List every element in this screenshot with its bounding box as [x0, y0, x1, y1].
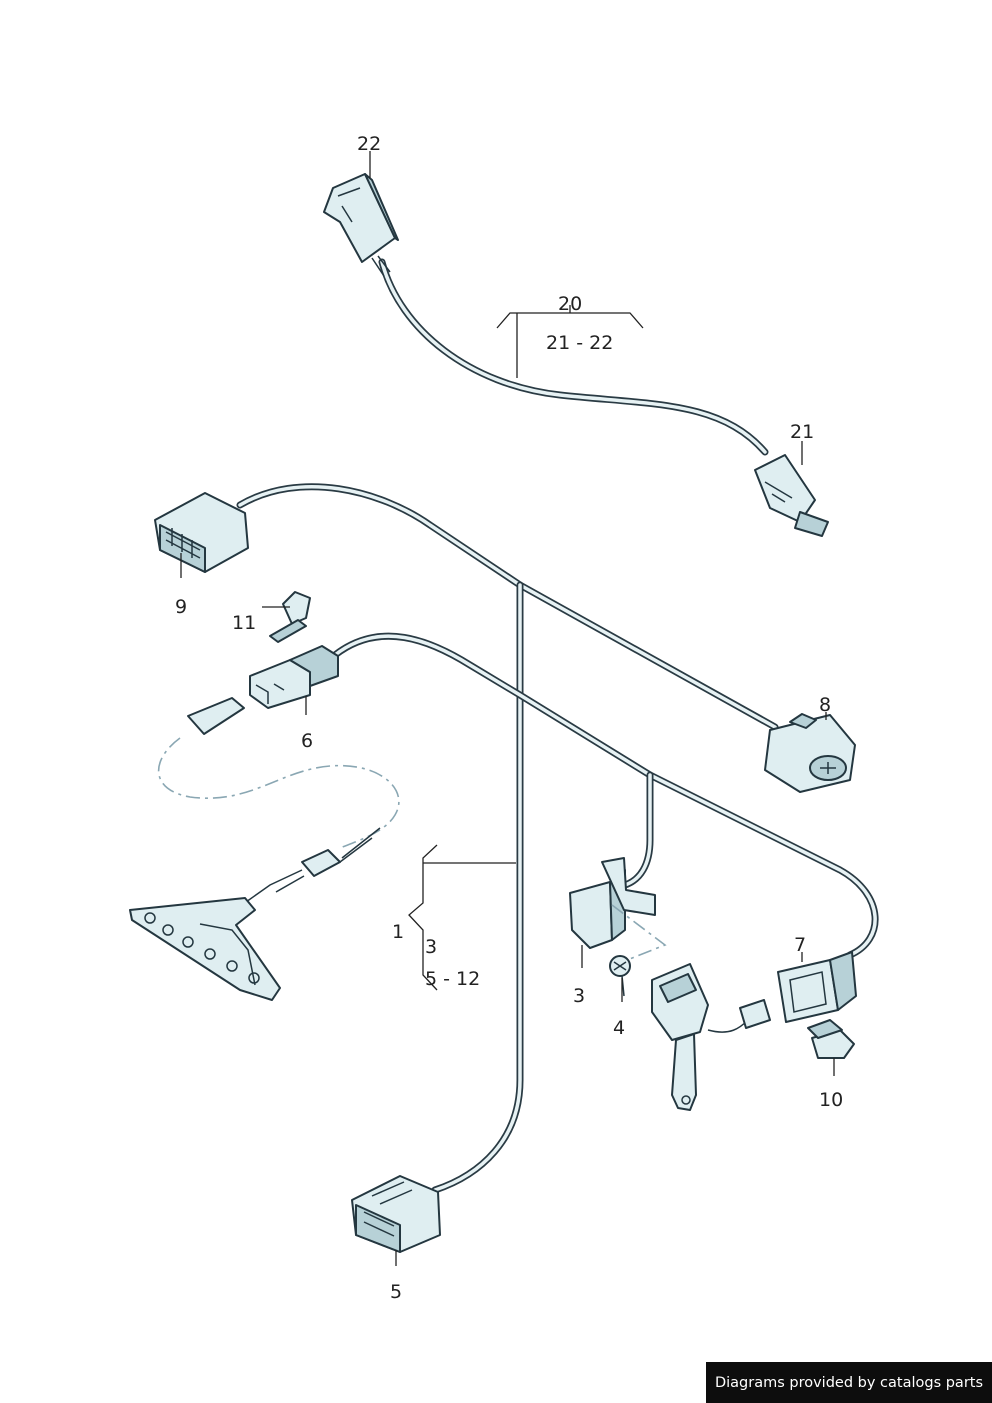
connector-8 — [764, 713, 856, 793]
connector-9 — [154, 492, 249, 573]
callout-8: 8 — [819, 694, 831, 716]
callout-labels: 22 20 21 - 22 21 9 11 6 8 1 3 5 - 12 3 4… — [175, 133, 843, 1303]
callout-7: 7 — [794, 934, 806, 956]
callout-6: 6 — [301, 730, 313, 752]
clip-10 — [807, 1019, 855, 1059]
seat-occupancy-sensor — [129, 697, 400, 1001]
connector-6 — [249, 645, 339, 709]
callout-3: 3 — [573, 985, 585, 1007]
credit-text: Diagrams provided by catalogs parts — [714, 1374, 984, 1391]
callout-9: 9 — [175, 596, 187, 618]
bracket-3 — [569, 857, 667, 963]
callout-5: 5 — [390, 1281, 402, 1303]
callout-11: 11 — [232, 612, 256, 634]
callout-21: 21 — [790, 421, 814, 443]
callout-5-12: 5 - 12 — [425, 968, 480, 990]
callout-22: 22 — [357, 133, 381, 155]
main-harness — [236, 483, 879, 1194]
connector-21 — [754, 454, 829, 537]
leader-lines — [180, 151, 835, 1266]
credit-banner: Diagrams provided by catalogs parts — [706, 1362, 992, 1403]
callout-10: 10 — [819, 1089, 843, 1111]
clip-11 — [269, 591, 311, 643]
screw-4 — [609, 955, 631, 997]
cable-20 — [378, 258, 769, 456]
callout-3-range: 3 — [425, 936, 437, 958]
callout-21-22: 21 - 22 — [546, 332, 613, 354]
connector-7 — [777, 951, 857, 1023]
callout-1: 1 — [392, 921, 404, 943]
callout-4: 4 — [613, 1017, 625, 1039]
callout-20: 20 — [558, 293, 582, 315]
connector-22 — [323, 173, 399, 277]
belt-buckle — [651, 963, 771, 1111]
connector-5 — [351, 1175, 441, 1253]
